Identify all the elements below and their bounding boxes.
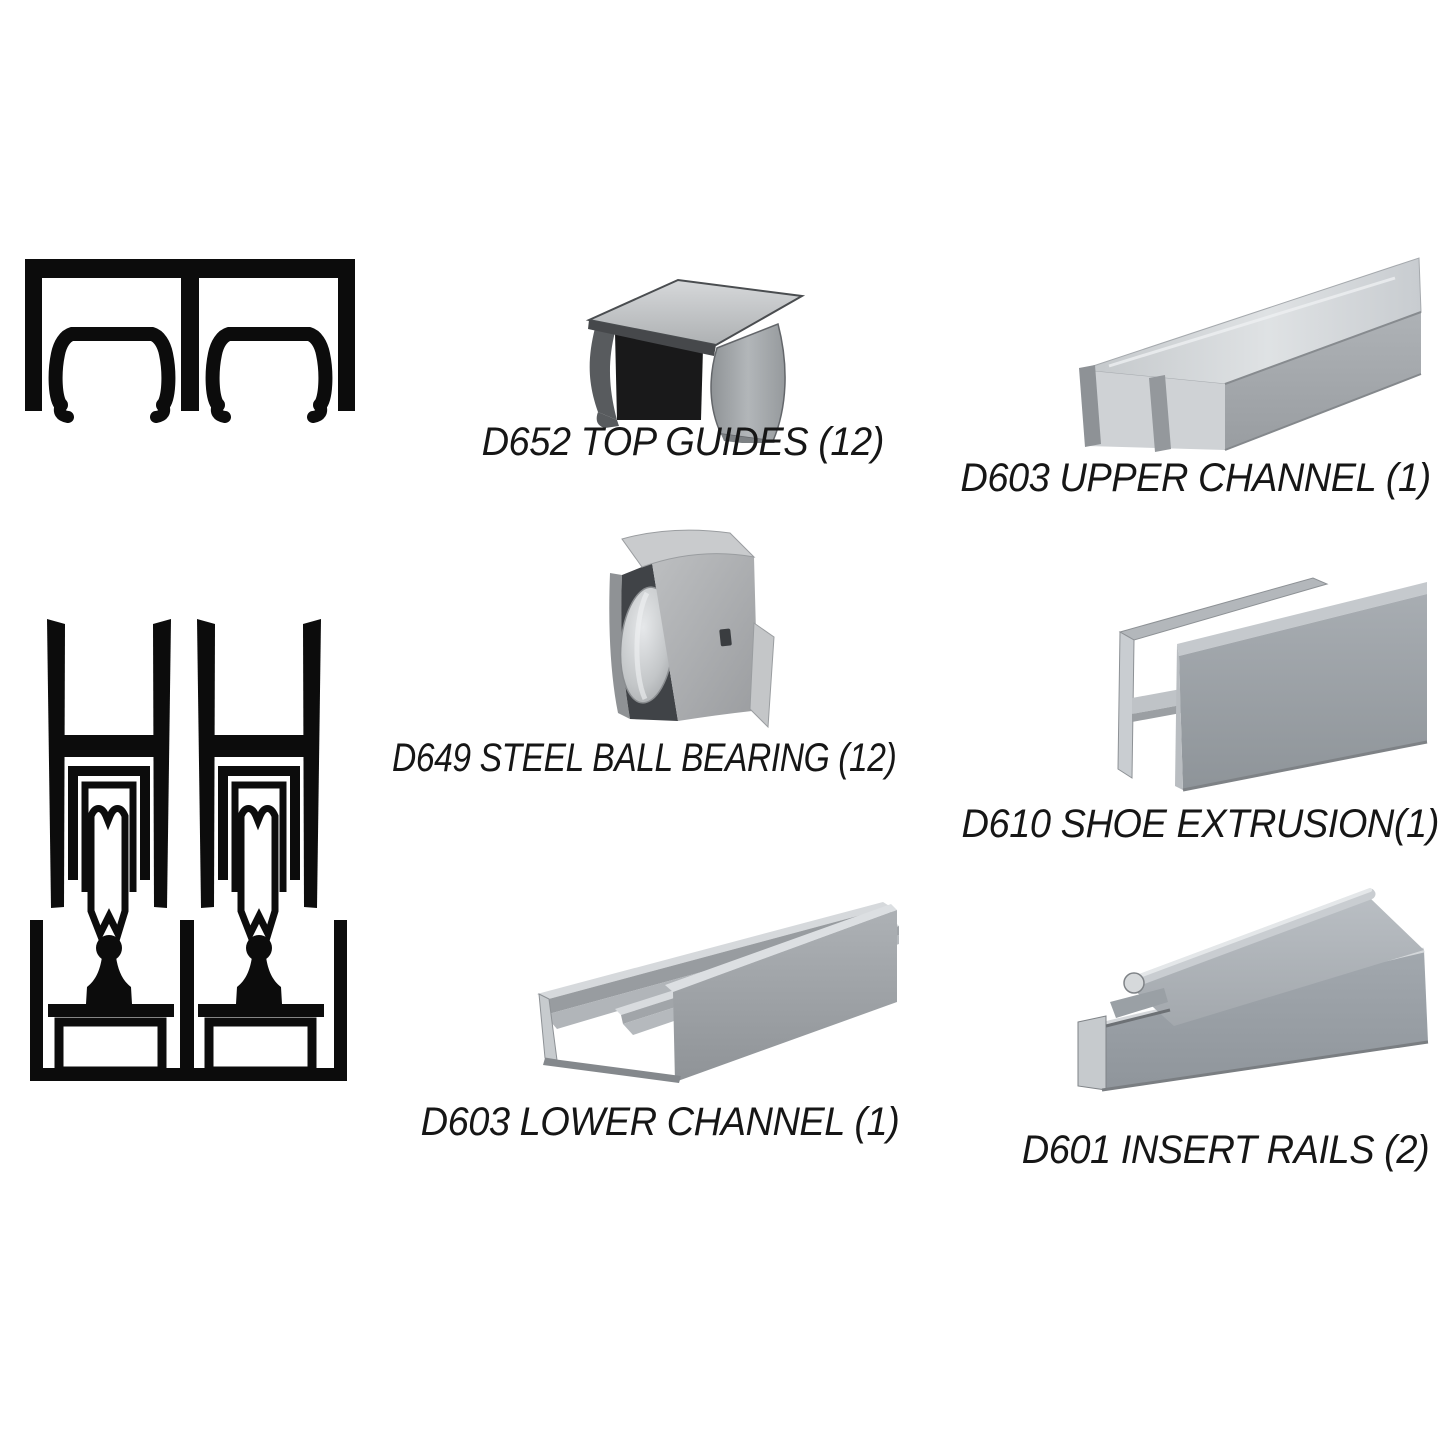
part-label-text: D603 LOWER CHANNEL (1) [420,1100,900,1144]
lower-channel-photo [515,882,900,1092]
upper-track-cross-section-diagram [25,255,355,423]
shoe-extrusion-photo [1115,572,1430,807]
shoe-extrusion-render [1117,577,1428,792]
top-guide-render [585,278,806,443]
part-label-text: D610 SHOE EXTRUSION(1) [961,802,1439,846]
part-label-text: D603 UPPER CHANNEL (1) [960,456,1432,500]
part-label-d603-lower-channel: D603 LOWER CHANNEL (1) [385,1100,935,1145]
part-label-d601-insert-rails: D601 INSERT RAILS (2) [950,1128,1445,1173]
part-label-d610-shoe-extrusion: D610 SHOE EXTRUSION(1) [925,802,1445,847]
part-label-d603-upper-channel: D603 UPPER CHANNEL (1) [921,456,1445,501]
roller-rail-cross-section-diagram [28,618,348,1086]
part-label-d649-steel-ball-bearing: D649 STEEL BALL BEARING (12) [344,736,897,781]
ball-bearing-render [609,529,775,729]
ball-bearing-photo [560,523,805,738]
insert-rail-render [1077,888,1429,1092]
roller-rail-cross-section-drawing [30,618,347,1081]
part-label-text: D601 INSERT RAILS (2) [1021,1128,1429,1172]
upper-channel-render [1079,257,1422,452]
part-label-d652-top-guides: D652 TOP GUIDES (12) [408,420,958,465]
upper-channel-photo [1065,250,1427,460]
lower-channel-render [537,902,899,1083]
top-guide-photo [575,268,810,443]
upper-track-cross-section-drawing [25,259,355,423]
insert-rail-photo [1070,878,1435,1118]
part-label-text: D649 STEEL BALL BEARING (12) [392,736,897,780]
part-label-text: D652 TOP GUIDES (12) [481,420,885,464]
